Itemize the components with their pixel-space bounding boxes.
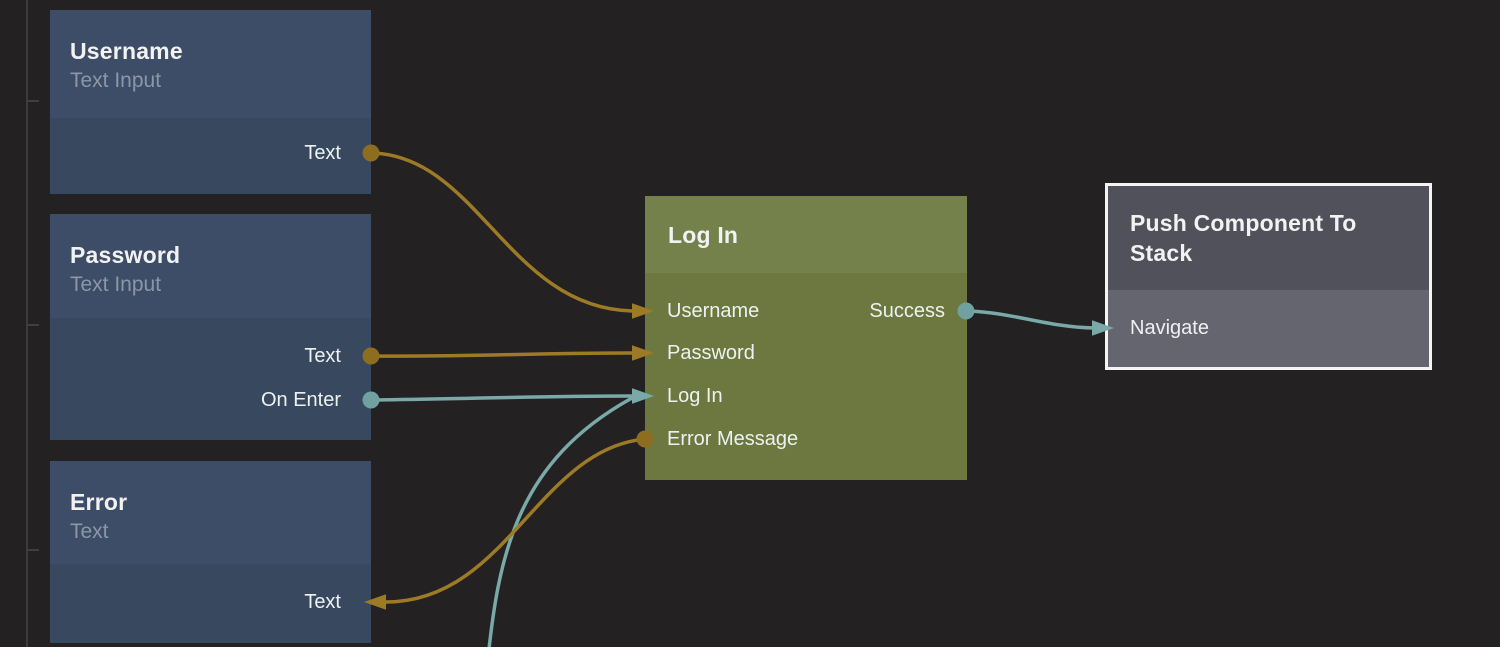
connection-password-text-to-login-password[interactable] bbox=[369, 351, 634, 358]
port-username-text-output[interactable]: Text bbox=[304, 142, 341, 164]
node-error[interactable]: Error Text Text bbox=[50, 461, 371, 643]
node-type-label: Text Input bbox=[70, 69, 162, 92]
canvas-guide-tick bbox=[26, 100, 39, 102]
port-login-success-output[interactable]: Success bbox=[869, 300, 945, 322]
node-push-body[interactable]: Navigate bbox=[1108, 290, 1429, 367]
port-login-error-message-output[interactable]: Error Message bbox=[667, 428, 799, 450]
node-title: Username bbox=[70, 38, 183, 64]
node-error-header[interactable]: Error Text bbox=[50, 461, 371, 564]
node-username[interactable]: Username Text Input Text bbox=[50, 10, 371, 194]
node-login-header[interactable]: Log In bbox=[645, 196, 967, 273]
node-login[interactable]: Log In Username Password Log In Error Me… bbox=[645, 196, 967, 480]
canvas-guide-tick bbox=[26, 324, 39, 326]
node-title: Error bbox=[70, 489, 128, 515]
node-title: Push Component To Stack bbox=[1130, 210, 1357, 266]
node-title: Log In bbox=[668, 222, 739, 248]
connection-offscreen-to-login-login[interactable] bbox=[487, 396, 634, 647]
node-type-label: Text bbox=[70, 520, 109, 543]
connection-on-enter-to-login-login[interactable] bbox=[369, 394, 634, 402]
node-username-header[interactable]: Username Text Input bbox=[50, 10, 371, 118]
port-push-navigate-input[interactable]: Navigate bbox=[1130, 317, 1209, 339]
canvas-guide-line bbox=[26, 0, 28, 647]
connection-username-text-to-login-username[interactable] bbox=[369, 151, 634, 313]
port-login-username-input[interactable]: Username bbox=[667, 300, 760, 322]
port-login-password-input[interactable]: Password bbox=[667, 342, 755, 364]
port-login-login-input[interactable]: Log In bbox=[667, 385, 723, 407]
node-error-body[interactable]: Text bbox=[50, 564, 371, 643]
node-password[interactable]: Password Text Input Text On Enter bbox=[50, 214, 371, 440]
node-password-body[interactable]: Text On Enter bbox=[50, 318, 371, 440]
port-password-on-enter-output[interactable]: On Enter bbox=[260, 389, 341, 411]
node-title: Password bbox=[70, 242, 181, 268]
node-password-header[interactable]: Password Text Input bbox=[50, 214, 371, 318]
canvas-guide-tick bbox=[26, 549, 39, 551]
node-push-component-to-stack[interactable]: Push Component To Stack Navigate bbox=[1105, 183, 1432, 370]
connection-success-to-navigate[interactable] bbox=[964, 309, 1096, 330]
port-password-text-output[interactable]: Text bbox=[304, 345, 341, 367]
node-login-body[interactable]: Username Password Log In Error Message S… bbox=[645, 273, 967, 480]
node-push-header[interactable]: Push Component To Stack bbox=[1108, 186, 1429, 290]
node-type-label: Text Input bbox=[70, 273, 162, 296]
node-username-body[interactable]: Text bbox=[50, 118, 371, 194]
port-error-text-input[interactable]: Text bbox=[304, 591, 341, 613]
connection-error-message-to-error-text[interactable] bbox=[384, 437, 647, 604]
